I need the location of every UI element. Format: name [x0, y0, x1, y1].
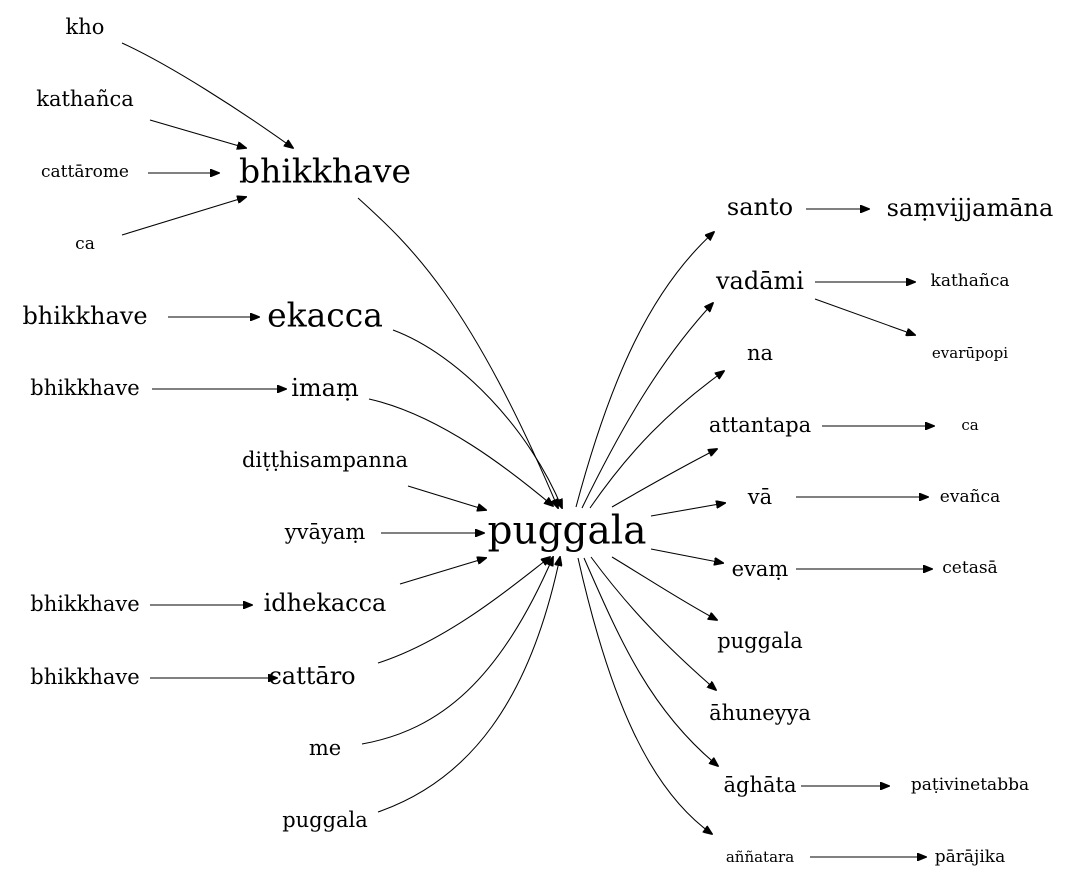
- node-bhikkhave_top: bhikkhave: [239, 152, 411, 191]
- node-cattaro: cattāro: [268, 662, 355, 690]
- edge-me-to-puggala_c: [361, 557, 553, 745]
- node-puggala_c: puggala: [488, 509, 647, 554]
- edge-idhekacca-to-puggala_c: [399, 558, 486, 585]
- node-evanca: evañca: [940, 487, 1000, 507]
- node-bhikkhave_2: bhikkhave: [30, 376, 139, 400]
- node-ekacca: ekacca: [267, 296, 383, 335]
- node-ca_r: ca: [961, 416, 978, 434]
- node-samvijjamana: saṃvijjamāna: [887, 194, 1054, 222]
- node-pativinetabba: paṭivinetabba: [911, 775, 1029, 795]
- edge-puggala_c-to-santo: [575, 232, 714, 508]
- edge-puggala_c-to-attantapa: [611, 449, 717, 508]
- node-me: me: [309, 736, 341, 760]
- edge-kho-to-bhikkhave_top: [121, 42, 293, 148]
- node-kathanca_l: kathañca: [36, 87, 134, 111]
- edge-kathanca_l-to-bhikkhave_top: [149, 119, 246, 148]
- node-cattarome: cattārome: [41, 162, 129, 182]
- node-puggala_l: puggala: [282, 808, 368, 832]
- node-idhekacca: idhekacca: [264, 589, 387, 617]
- node-aghata: āghāta: [724, 773, 797, 797]
- edge-puggala_c-to-annatara: [577, 557, 712, 834]
- edge-bhikkhave_top-to-puggala_c: [357, 197, 558, 508]
- node-cetasa: cetasā: [942, 558, 997, 578]
- edge-puggala_c-to-puggala_r: [611, 556, 717, 620]
- node-evam: evaṃ: [732, 557, 789, 581]
- node-ditthisampanna: diṭṭhisampanna: [242, 448, 408, 472]
- node-bhikkhave_4: bhikkhave: [30, 665, 139, 689]
- edges: [121, 42, 934, 857]
- node-imam: imaṃ: [291, 374, 359, 402]
- edge-ekacca-to-puggala_c: [392, 329, 562, 508]
- edge-puggala_c-to-evam: [650, 548, 723, 563]
- node-kathanca_r: kathañca: [931, 271, 1010, 291]
- node-yvayam: yvāyaṃ: [284, 520, 366, 544]
- node-evarupopi: evarūpopi: [932, 344, 1008, 362]
- node-na: na: [747, 341, 773, 365]
- node-bhikkhave_3: bhikkhave: [30, 592, 139, 616]
- edge-imam-to-puggala_c: [368, 398, 553, 506]
- node-annatara: aññatara: [726, 848, 794, 866]
- node-attantapa: attantapa: [709, 413, 811, 437]
- edge-puggala_c-to-na: [589, 371, 724, 509]
- node-santo: santo: [727, 193, 793, 221]
- edge-puggala_c-to-vadami: [581, 303, 713, 509]
- node-ca_l: ca: [75, 234, 95, 254]
- node-kho: kho: [66, 15, 105, 39]
- node-va: vā: [747, 485, 772, 509]
- edge-vadami-to-evarupopi: [814, 298, 915, 335]
- edge-ditthisampanna-to-puggala_c: [407, 485, 486, 510]
- edge-cattaro-to-puggala_c: [377, 557, 550, 664]
- node-parajika: pārājika: [935, 847, 1005, 867]
- node-ahuneyya: āhuneyya: [709, 701, 811, 725]
- edge-puggala_l-to-puggala_c: [377, 557, 560, 813]
- edge-puggala_c-to-aghata: [583, 557, 718, 766]
- node-puggala_r: puggala: [717, 629, 803, 653]
- edge-puggala_c-to-va: [650, 503, 725, 517]
- edge-puggala_c-to-ahuneyya: [590, 556, 716, 690]
- node-vadami: vadāmi: [715, 267, 804, 295]
- nodes: khokathañcacattāromecabhikkhavebhikkhave…: [22, 15, 1053, 867]
- edge-ca_l-to-bhikkhave_top: [121, 197, 246, 236]
- node-bhikkhave_1: bhikkhave: [22, 302, 147, 330]
